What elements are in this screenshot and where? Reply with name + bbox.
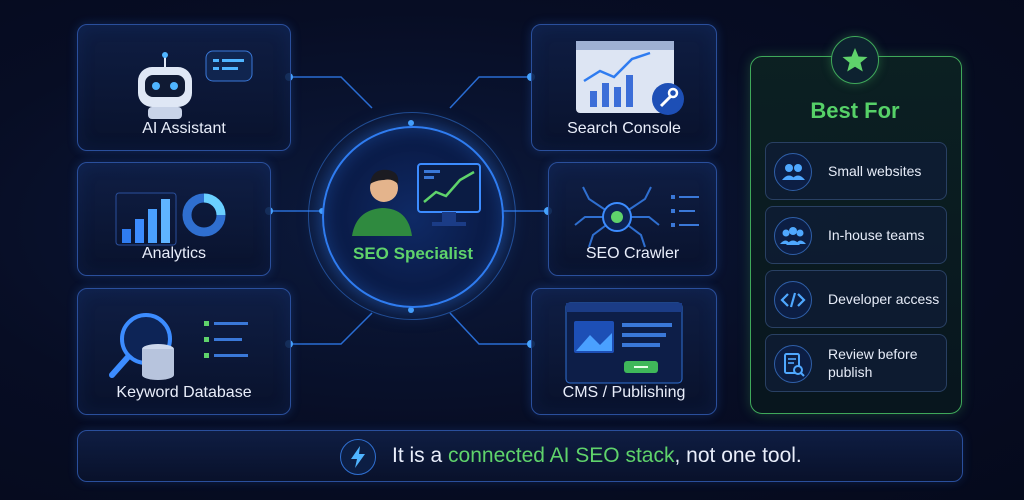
analytics-label: Analytics: [141, 245, 207, 262]
code-icon: [774, 281, 812, 319]
team-icon: [774, 217, 812, 255]
hub-outer-ring: [308, 112, 516, 320]
document-search-icon: [774, 345, 812, 383]
star-icon: [842, 48, 868, 72]
footer-banner: It is a connected AI SEO stack, not one …: [77, 430, 963, 482]
ai-assistant-label: AI Assistant: [142, 120, 226, 137]
robot-icon: [138, 50, 253, 119]
seo-crawler-label: SEO Crawler: [585, 245, 680, 262]
seo-specialist-hub[interactable]: SEO Specialist: [322, 126, 504, 308]
best-for-label: Small websites: [828, 163, 922, 179]
cms-publishing-card[interactable]: CMS / Publishing: [531, 288, 717, 415]
keyword-database-card[interactable]: Keyword Database: [77, 288, 291, 415]
search-console-label: Search Console: [567, 120, 681, 137]
search-console-card[interactable]: Search Console: [531, 24, 717, 151]
best-for-item-developer-access: Developer access: [765, 270, 947, 328]
footer-highlight: connected AI SEO stack: [448, 444, 675, 467]
keyword-database-icon: [109, 313, 248, 380]
cms-window-icon: [565, 302, 683, 384]
footer-prefix: It is a: [392, 444, 449, 467]
seo-crawler-card[interactable]: SEO Crawler: [548, 162, 717, 276]
best-for-label: In-house teams: [828, 227, 925, 243]
best-for-item-review-before-publish: Review before publish: [765, 334, 947, 392]
specialist-at-computer-icon: [352, 163, 481, 236]
best-for-label: Review before publish: [828, 346, 918, 380]
best-for-item-small-websites: Small websites: [765, 142, 947, 200]
star-badge: [831, 36, 879, 84]
spider-crawler-icon: [574, 186, 699, 248]
search-console-icon: [576, 41, 684, 115]
footer-suffix: , not one tool.: [674, 444, 802, 467]
best-for-title: Best For: [810, 98, 900, 123]
keyword-database-label: Keyword Database: [116, 384, 252, 401]
users-icon: [774, 153, 812, 191]
seo-specialist-label: SEO Specialist: [353, 244, 473, 263]
analytics-card[interactable]: Analytics: [77, 162, 271, 276]
lightning-bolt-icon: [340, 439, 376, 475]
cms-publishing-label: CMS / Publishing: [562, 384, 686, 401]
ai-assistant-card[interactable]: AI Assistant: [77, 24, 291, 151]
best-for-label: Developer access: [828, 291, 940, 307]
footer-tagline: It is a connected AI SEO stack, not one …: [392, 431, 802, 481]
best-for-item-in-house-teams: In-house teams: [765, 206, 947, 264]
analytics-chart-icon: [115, 192, 226, 246]
